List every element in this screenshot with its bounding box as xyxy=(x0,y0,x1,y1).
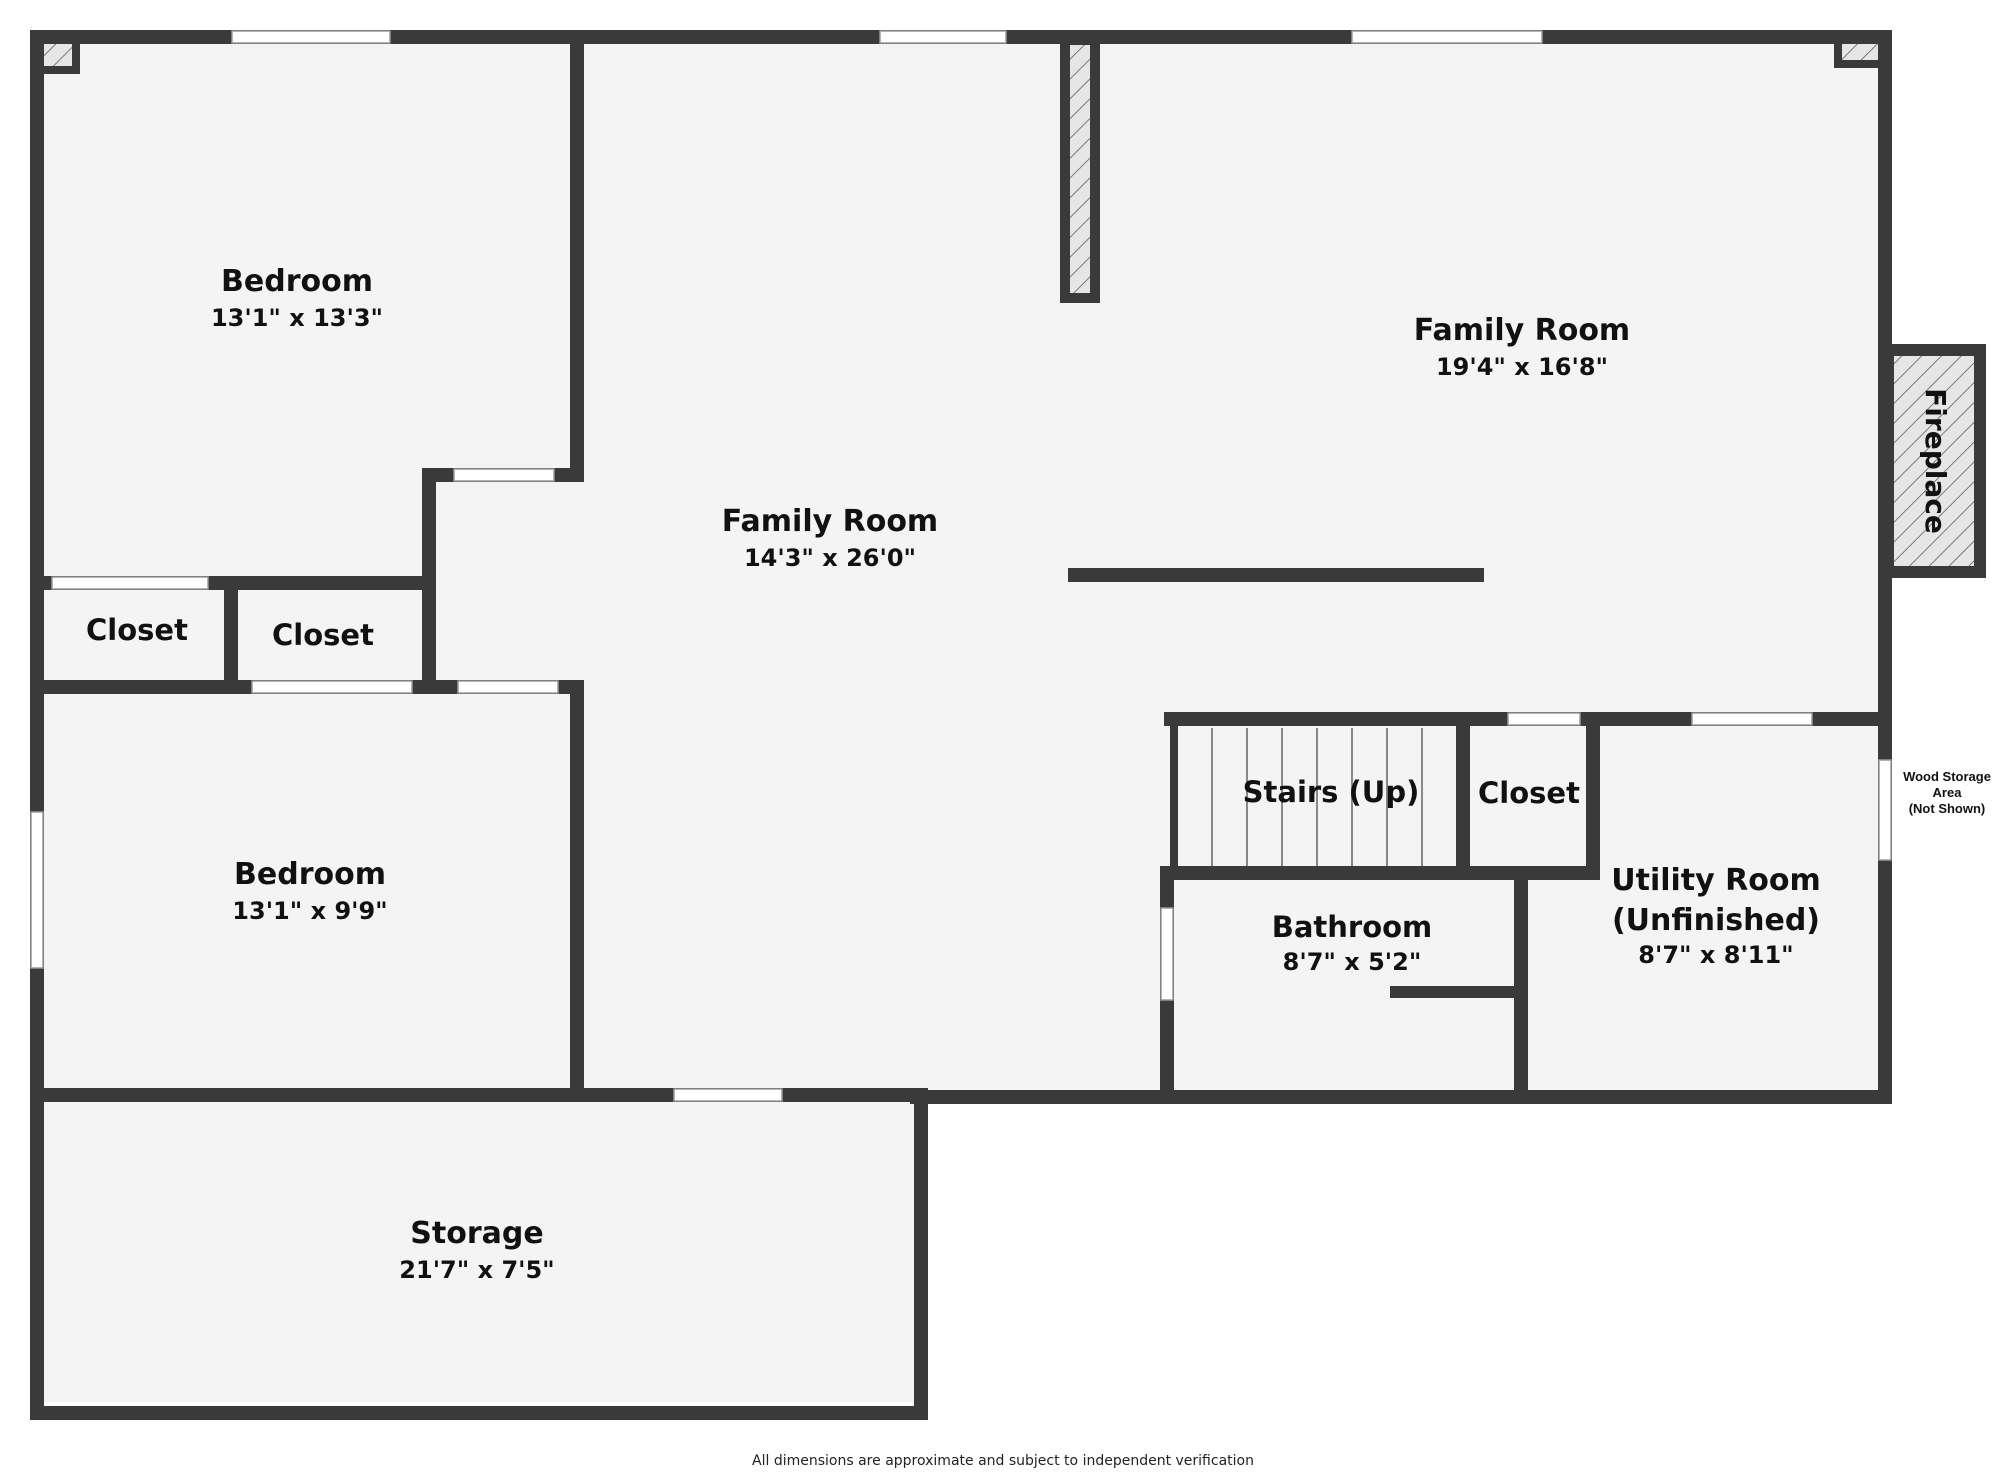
room-name-stairs: Stairs (Up) xyxy=(1243,775,1420,809)
wall-storage-bottom xyxy=(30,1406,928,1420)
wood-storage-line2: Area xyxy=(1933,785,1963,800)
room-name-closet-right: Closet xyxy=(1478,776,1580,810)
room-name-bathroom: Bathroom xyxy=(1272,910,1433,944)
room-name-family-center: Family Room xyxy=(722,504,938,539)
wall-exterior-bottom-right xyxy=(910,1090,1892,1104)
fireplace-label: Fireplace xyxy=(1919,388,1952,534)
room-name-bedroom-top: Bedroom xyxy=(221,264,373,299)
wall-family-partial xyxy=(1068,568,1484,582)
door-closet-right xyxy=(1507,712,1581,726)
storage-floor xyxy=(38,1096,918,1402)
door-utility xyxy=(1691,712,1813,726)
disclaimer: All dimensions are approximate and subje… xyxy=(752,1453,1254,1469)
door-storage xyxy=(673,1088,783,1102)
wall-storage-top xyxy=(30,1088,928,1102)
door-closet-mid xyxy=(251,680,413,694)
room-dims-bedroom-top: 13'1" x 13'3" xyxy=(211,304,383,332)
door-bedroom-top xyxy=(453,468,555,482)
wood-storage-line3: (Not Shown) xyxy=(1909,801,1986,816)
wall-bathroom-stub xyxy=(1390,986,1528,998)
room-dims-bedroom-bottom: 13'1" x 9'9" xyxy=(232,897,387,925)
room-dims-family-right: 19'4" x 16'8" xyxy=(1436,353,1608,381)
window-bedroom-bottom-left xyxy=(30,811,44,969)
door-wood-storage xyxy=(1878,759,1892,861)
fireplace xyxy=(1882,344,1986,578)
window-bedroom-top xyxy=(231,30,391,44)
room-name-bedroom-bottom: Bedroom xyxy=(234,857,386,892)
room-dims-bathroom: 8'7" x 5'2" xyxy=(1283,948,1422,976)
room-name-utility-line1: Utility Room xyxy=(1611,863,1820,898)
wall-storage-right xyxy=(914,1096,928,1420)
room-name-storage: Storage xyxy=(410,1216,543,1251)
wood-storage-line1: Wood Storage xyxy=(1903,769,1991,784)
room-dims-utility: 8'7" x 8'11" xyxy=(1638,941,1793,969)
room-name-utility-line2: (Unfinished) xyxy=(1612,903,1820,938)
chimney-pillar xyxy=(1060,35,1100,303)
wall-stairs-bottom xyxy=(1160,866,1600,880)
wall-closet-right-right xyxy=(1586,718,1600,878)
window-family-right-top xyxy=(1351,30,1543,44)
windows xyxy=(30,30,1892,1102)
wall-bedroom-top-right xyxy=(570,40,584,482)
wall-closet-divider xyxy=(224,576,238,688)
door-closet-left xyxy=(51,576,209,590)
fireplace-hatch xyxy=(1882,344,1986,578)
room-name-closet-mid: Closet xyxy=(272,618,374,652)
floor-areas xyxy=(38,38,1884,1402)
window-family-center-top xyxy=(879,30,1007,44)
wall-stairs-right xyxy=(1456,718,1470,878)
room-dims-family-center: 14'3" x 26'0" xyxy=(744,544,916,572)
room-name-closet-left: Closet xyxy=(86,613,188,647)
wall-exterior-right xyxy=(1878,30,1892,1104)
wall-exterior-left xyxy=(30,30,44,1420)
door-bathroom xyxy=(1160,907,1174,1001)
room-name-family-right: Family Room xyxy=(1414,313,1630,348)
stair-treads xyxy=(1211,728,1423,868)
room-dims-storage: 21'7" x 7'5" xyxy=(399,1256,554,1284)
wall-bedroom-bottom-right xyxy=(570,680,584,1100)
door-bedroom-bottom xyxy=(457,680,559,694)
wall-stairs-left xyxy=(1170,718,1178,878)
room-labels: Bedroom 13'1" x 13'3" Closet Closet Bedr… xyxy=(86,264,1991,1469)
main-floor xyxy=(38,38,1884,1096)
